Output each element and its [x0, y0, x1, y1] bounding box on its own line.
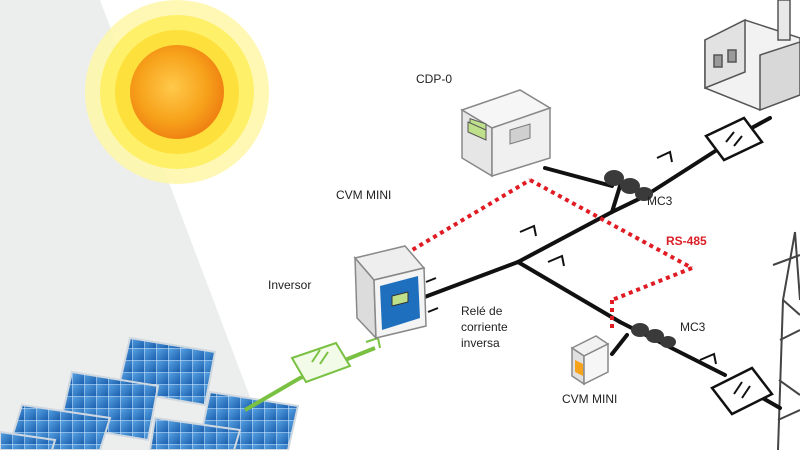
cvm-mini-bottom-label: CVM MINI [562, 392, 618, 406]
rele-label-line2: corriente [461, 320, 508, 334]
cdp-device-icon [460, 89, 552, 178]
mc3-bottom-label: MC3 [680, 320, 706, 334]
converter-box-icon [290, 341, 352, 384]
inverter-icon [353, 245, 427, 340]
rs485-links [390, 178, 693, 332]
light-beam [0, 0, 270, 450]
rs485-label: RS-485 [666, 234, 707, 248]
cvm-mini-meter-icon [570, 335, 610, 386]
rele-label-line1: Relé de [461, 304, 503, 318]
solar-panels-icon [0, 336, 300, 450]
mc3-connector-icon [604, 170, 676, 348]
mc3-top-label: MC3 [647, 194, 673, 208]
factory-icon [704, 0, 800, 112]
rele-label-line3: inversa [461, 336, 500, 350]
power-tower-icon [772, 231, 800, 450]
dc-cable [243, 346, 376, 412]
converter-box-icon [704, 116, 764, 162]
direction-ticks [425, 150, 717, 365]
sun-icon [85, 0, 269, 184]
inversor-label: Inversor [268, 278, 312, 292]
cvm-mini-top-label: CVM MINI [336, 188, 392, 202]
ac-lines [420, 116, 782, 410]
cdp-label: CDP-0 [416, 72, 453, 86]
converter-box-icon [710, 366, 774, 416]
